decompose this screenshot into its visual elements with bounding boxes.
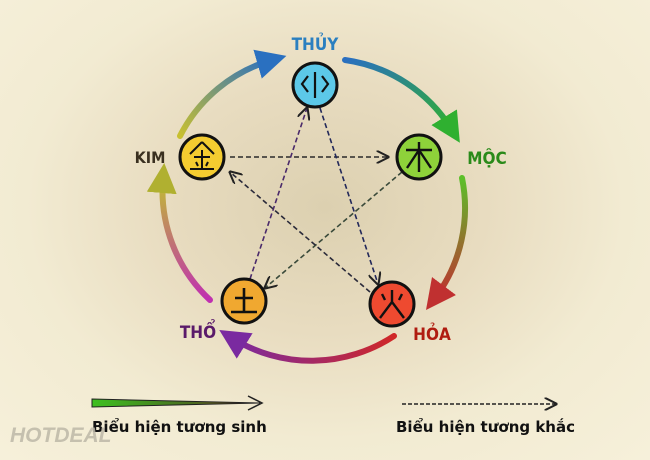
legend-generating-label: Biểu hiện tương sinh <box>92 418 267 436</box>
dash-tho-to-thuy <box>249 108 307 280</box>
arrow-moc-to-hoa <box>426 175 469 311</box>
legend-overcoming-label: Biểu hiện tương khắc <box>396 418 576 436</box>
node-moc <box>395 133 443 181</box>
legend-generating-arrow <box>91 395 264 411</box>
dash-moc-to-tho <box>265 171 403 288</box>
metal-symbol-icon <box>189 141 215 170</box>
label-thuy: THỦY <box>292 31 340 55</box>
arrow-hoa-to-tho <box>219 330 397 364</box>
label-kim: KIM <box>135 148 166 167</box>
label-tho: THỔ <box>180 318 216 343</box>
node-thuy <box>291 61 339 109</box>
water-symbol-icon <box>300 72 330 98</box>
node-hoa <box>368 280 416 328</box>
label-moc: MỘC <box>467 147 506 169</box>
fire-symbol-icon <box>379 290 405 319</box>
arrow-thuy-to-moc <box>342 57 460 143</box>
label-hoa: HỎA <box>413 321 451 345</box>
node-tho <box>220 277 268 325</box>
arrow-tho-to-kim <box>146 163 213 303</box>
dash-thuy-to-hoa <box>319 107 378 284</box>
wood-symbol-icon <box>406 142 432 172</box>
earth-symbol-icon <box>231 288 257 314</box>
node-kim <box>178 133 226 181</box>
watermark-logo: HOTDEAL <box>10 424 112 447</box>
dash-hoa-to-kim <box>230 172 371 293</box>
arrow-kim-to-thuy <box>177 49 287 139</box>
